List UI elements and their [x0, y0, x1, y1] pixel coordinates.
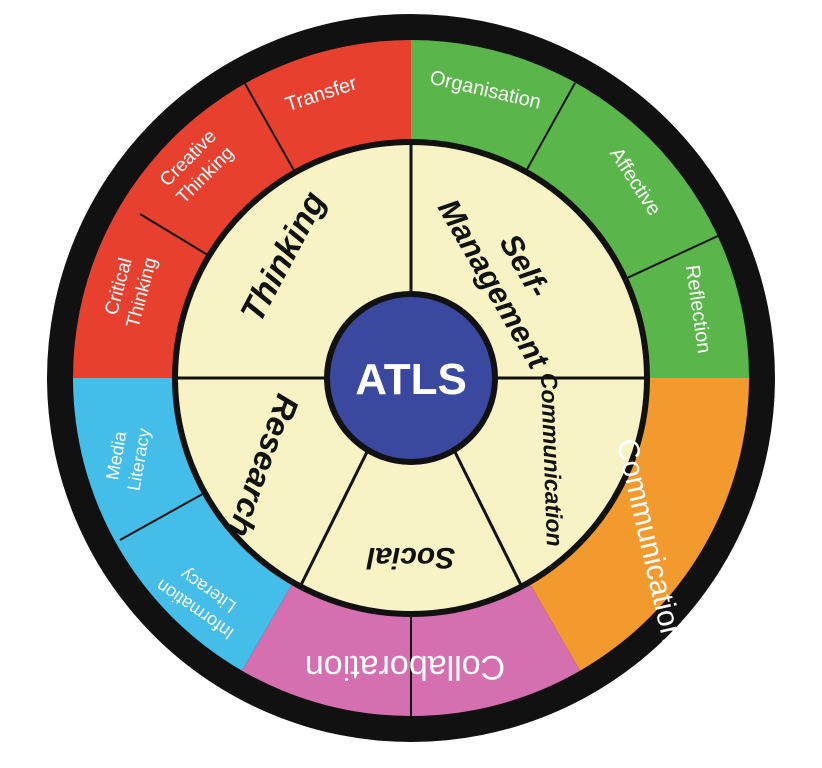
- center-disc: [324, 291, 498, 465]
- outer-label-collaboration: Collaboration: [305, 648, 505, 686]
- inner-label-social: Social: [366, 541, 455, 574]
- center-label: ATLS: [355, 355, 467, 404]
- inner-dividers: [175, 142, 647, 588]
- inner-label-communication: Communication: [536, 372, 568, 547]
